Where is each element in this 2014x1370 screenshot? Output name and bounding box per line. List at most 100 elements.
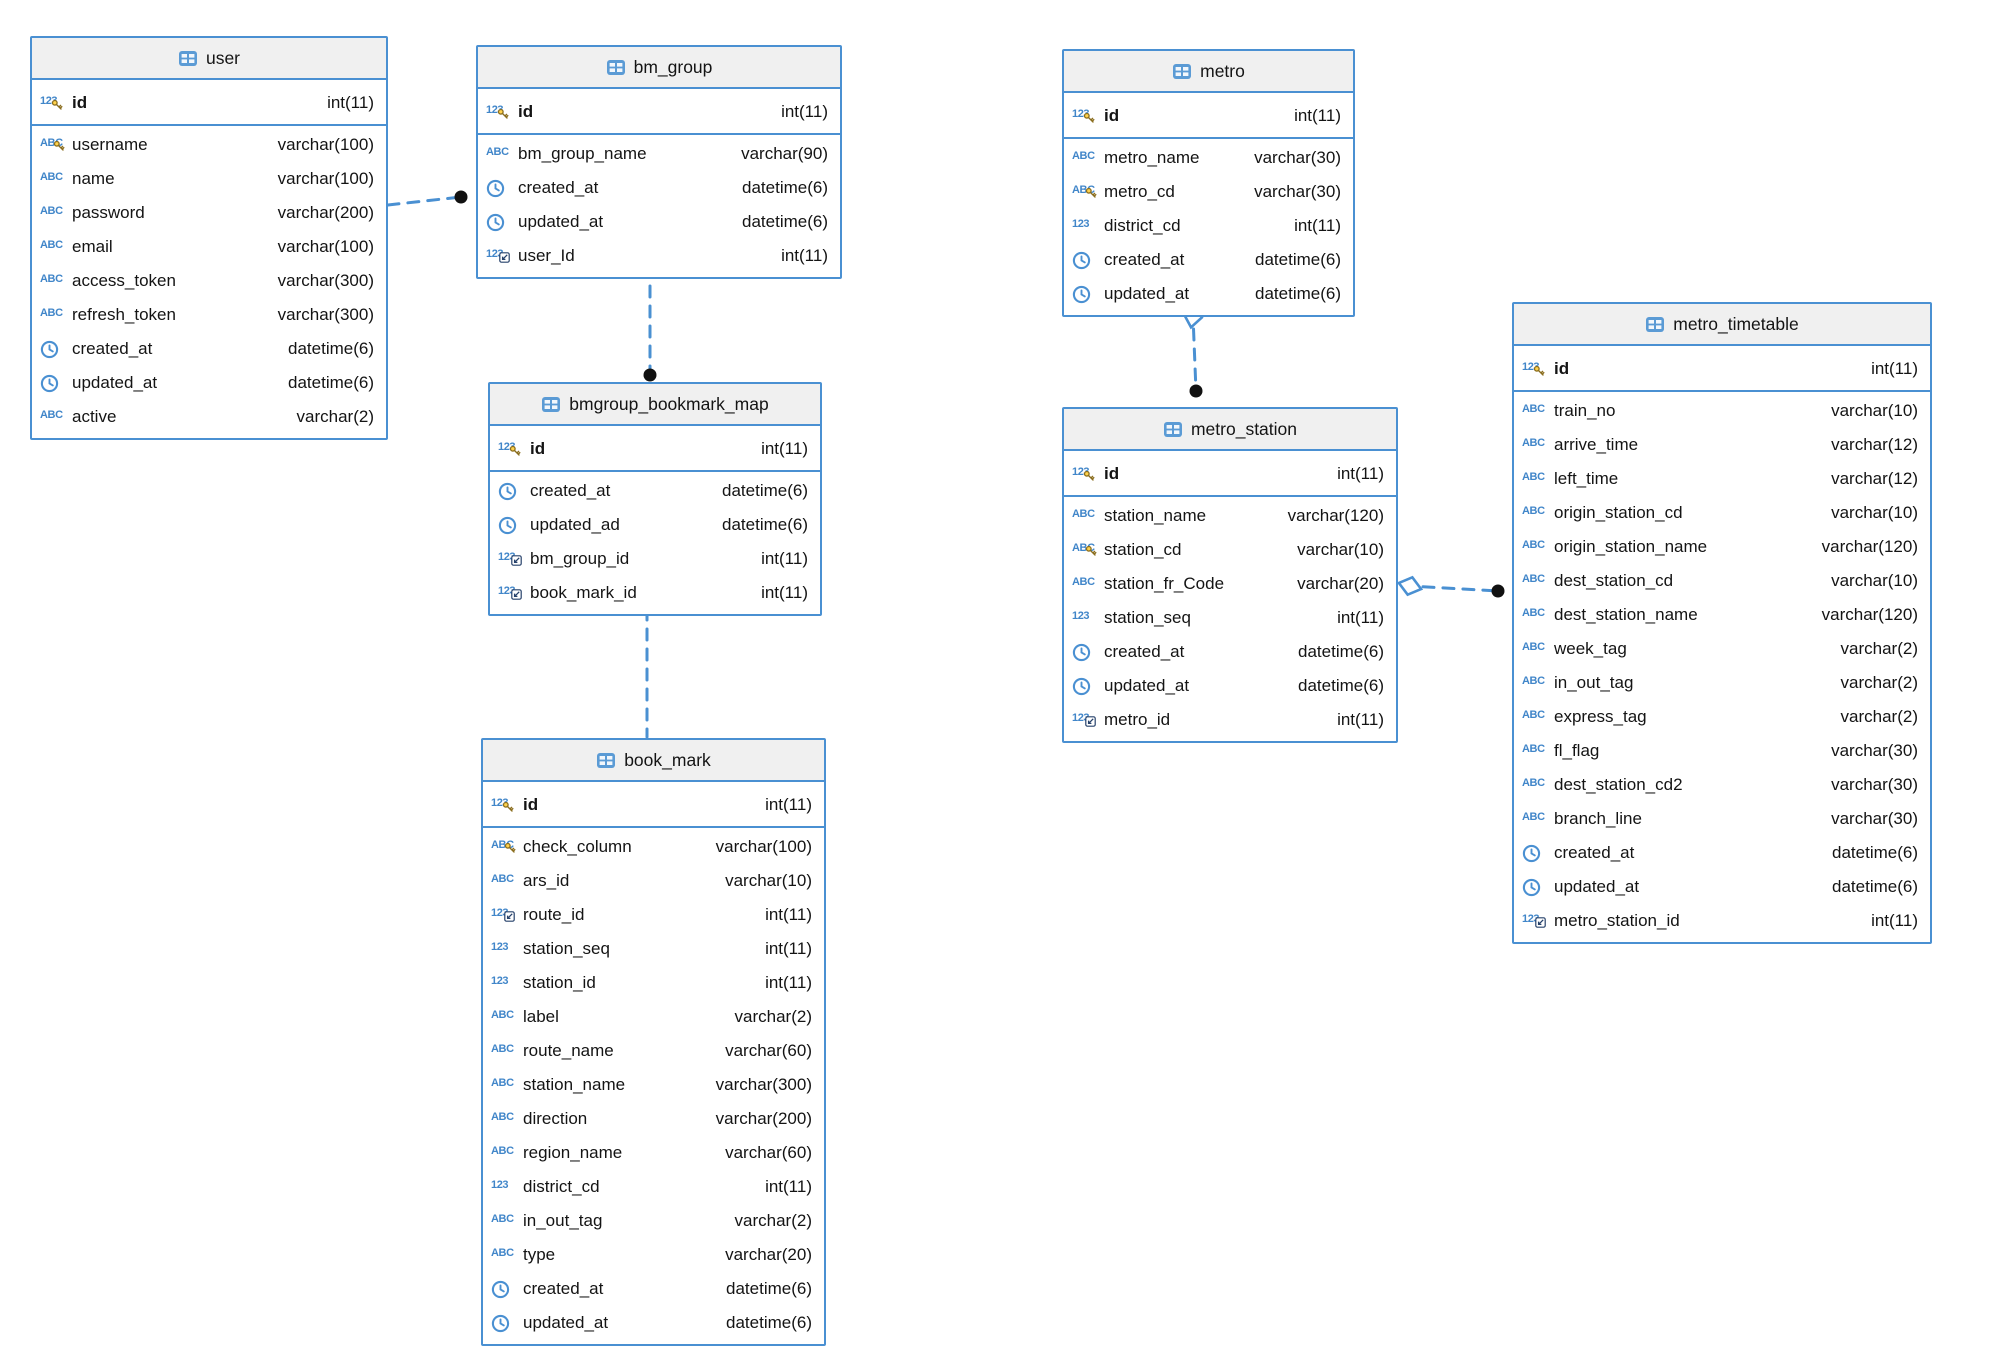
type-glyph: 123	[491, 796, 509, 809]
unique-key-icon	[504, 839, 516, 859]
table-header[interactable]: metro_station	[1064, 409, 1396, 451]
table-header[interactable]: metro_timetable	[1514, 304, 1930, 346]
column-name: book_mark_id	[530, 583, 637, 602]
column-type: int(11)	[1871, 359, 1918, 378]
table-header[interactable]: bmgroup_bookmark_map	[490, 384, 820, 426]
relation-line[interactable]	[386, 195, 463, 207]
relation-metro_timetable-to-metro_station[interactable]	[1396, 574, 1505, 598]
table-title: metro_station	[1190, 418, 1298, 439]
relation-metro_station-to-metro[interactable]	[1182, 302, 1204, 398]
relation-bmgroup_bookmark_map-to-bm_group[interactable]	[643, 264, 657, 382]
integer-type-icon: 123	[491, 898, 523, 932]
table-header[interactable]: bm_group	[478, 47, 840, 89]
text-type-icon: ABC	[486, 137, 518, 171]
text-type-icon: ABC	[491, 1238, 523, 1272]
table-header[interactable]: user	[32, 38, 386, 80]
column-name: district_cd	[1104, 216, 1181, 235]
relation-bmgroup_bookmark_map-to-book_mark[interactable]	[640, 602, 654, 739]
table-header[interactable]: book_mark	[483, 740, 824, 782]
relation-line[interactable]	[1421, 585, 1500, 593]
relation-bm_group-to-user[interactable]	[386, 190, 468, 207]
column-name: origin_station_cd	[1554, 503, 1683, 522]
relation-line[interactable]	[1192, 327, 1198, 393]
table-header[interactable]: metro	[1064, 51, 1353, 93]
